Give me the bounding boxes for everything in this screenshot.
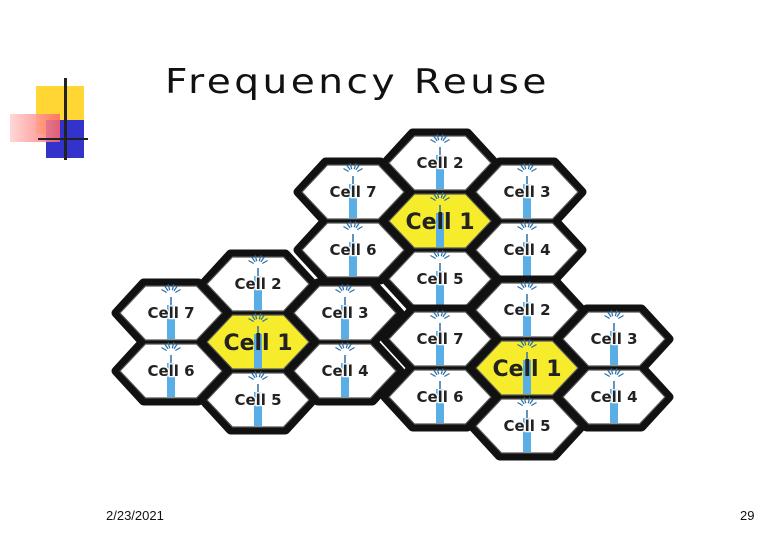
- cell-label: Cell 7: [147, 304, 194, 322]
- cell-cluster: Cell 1 Cell 2 Cell 3 Cell 4 Cell 5 Cell 6 Cell…: [380, 275, 674, 461]
- decor-vertical-line: [64, 78, 67, 160]
- antenna-tower-icon: [517, 163, 537, 218]
- cell-hexagon: Cell 2: [206, 255, 310, 312]
- cell-label: Cell 7: [329, 183, 376, 201]
- cell-hexagon: Cell 5: [388, 250, 492, 307]
- cell-hexagon: Cell 3: [475, 163, 579, 220]
- cell-cluster: Cell 1 Cell 2 Cell 3 Cell 4 Cell 5 Cell 6 Cell…: [293, 128, 587, 314]
- cell-hexagon: Cell 5: [206, 371, 310, 428]
- cell-label: Cell 6: [329, 241, 376, 259]
- cell-hexagon: Cell 6: [301, 221, 405, 278]
- cell-cluster: Cell 1 Cell 2 Cell 3 Cell 4 Cell 5 Cell 6 Cell…: [111, 249, 405, 435]
- cell-label: Cell 6: [147, 362, 194, 380]
- antenna-tower-icon: [248, 371, 268, 426]
- cell-label: Cell 2: [503, 301, 550, 319]
- antenna-tower-icon: [430, 310, 450, 365]
- cell-hexagon: Cell 3: [562, 310, 666, 367]
- antenna-tower-icon: [161, 342, 181, 397]
- corner-decoration: [10, 78, 90, 168]
- cell-hexagon: Cell 2: [475, 281, 579, 338]
- cell-hexagon: Cell 6: [119, 342, 223, 399]
- antenna-tower-icon: [430, 134, 450, 189]
- cell-label: Cell 5: [503, 417, 550, 435]
- cell-hexagon: Cell 4: [475, 221, 579, 278]
- antenna-tower-icon: [430, 192, 450, 247]
- cell-label: Cell 2: [416, 154, 463, 172]
- cell-hexagon: Cell 5: [475, 397, 579, 454]
- cell-label: Cell 3: [503, 183, 550, 201]
- cell-label: Cell 5: [416, 270, 463, 288]
- cell-hexagon: Cell 1: [475, 339, 579, 396]
- antenna-tower-icon: [517, 397, 537, 452]
- antenna-tower-icon: [335, 342, 355, 397]
- cell-label: Cell 4: [321, 362, 368, 380]
- cell-hexagon: Cell 2: [388, 134, 492, 191]
- antenna-tower-icon: [517, 281, 537, 336]
- antenna-tower-icon: [248, 255, 268, 310]
- antenna-tower-icon: [161, 284, 181, 339]
- cell-hexagon: Cell 1: [388, 192, 492, 249]
- cell-label: Cell 2: [234, 275, 281, 293]
- cell-hexagon: Cell 7: [301, 163, 405, 220]
- cell-hexagon: Cell 4: [562, 368, 666, 425]
- antenna-tower-icon: [343, 163, 363, 218]
- antenna-tower-icon: [604, 310, 624, 365]
- cell-label: Cell 3: [321, 304, 368, 322]
- cell-label: Cell 7: [416, 330, 463, 348]
- cell-hexagon: Cell 7: [119, 284, 223, 341]
- cell-label: Cell 4: [590, 388, 637, 406]
- antenna-tower-icon: [335, 284, 355, 339]
- decor-red-bar: [10, 114, 60, 142]
- decor-horizontal-line: [38, 138, 88, 140]
- footer-date: 2/23/2021: [106, 508, 164, 523]
- cell-hexagon: Cell 1: [206, 313, 310, 370]
- page-number: 29: [740, 508, 755, 523]
- center-cell-label: Cell 1: [405, 210, 474, 235]
- center-cell-label: Cell 1: [223, 331, 292, 356]
- antenna-tower-icon: [604, 368, 624, 423]
- cell-hexagon: Cell 4: [293, 342, 397, 399]
- antenna-tower-icon: [517, 339, 537, 394]
- antenna-tower-icon: [430, 368, 450, 423]
- antenna-tower-icon: [248, 313, 268, 368]
- cell-hexagon: Cell 3: [293, 284, 397, 341]
- slide-title: Frequency Reuse: [165, 62, 550, 102]
- antenna-tower-icon: [343, 221, 363, 276]
- antenna-tower-icon: [430, 250, 450, 305]
- cell-hexagon: Cell 7: [388, 310, 492, 367]
- cell-label: Cell 5: [234, 391, 281, 409]
- antenna-tower-icon: [517, 221, 537, 276]
- cell-hexagon: Cell 6: [388, 368, 492, 425]
- cell-label: Cell 4: [503, 241, 550, 259]
- cell-label: Cell 3: [590, 330, 637, 348]
- center-cell-label: Cell 1: [492, 357, 561, 382]
- cell-label: Cell 6: [416, 388, 463, 406]
